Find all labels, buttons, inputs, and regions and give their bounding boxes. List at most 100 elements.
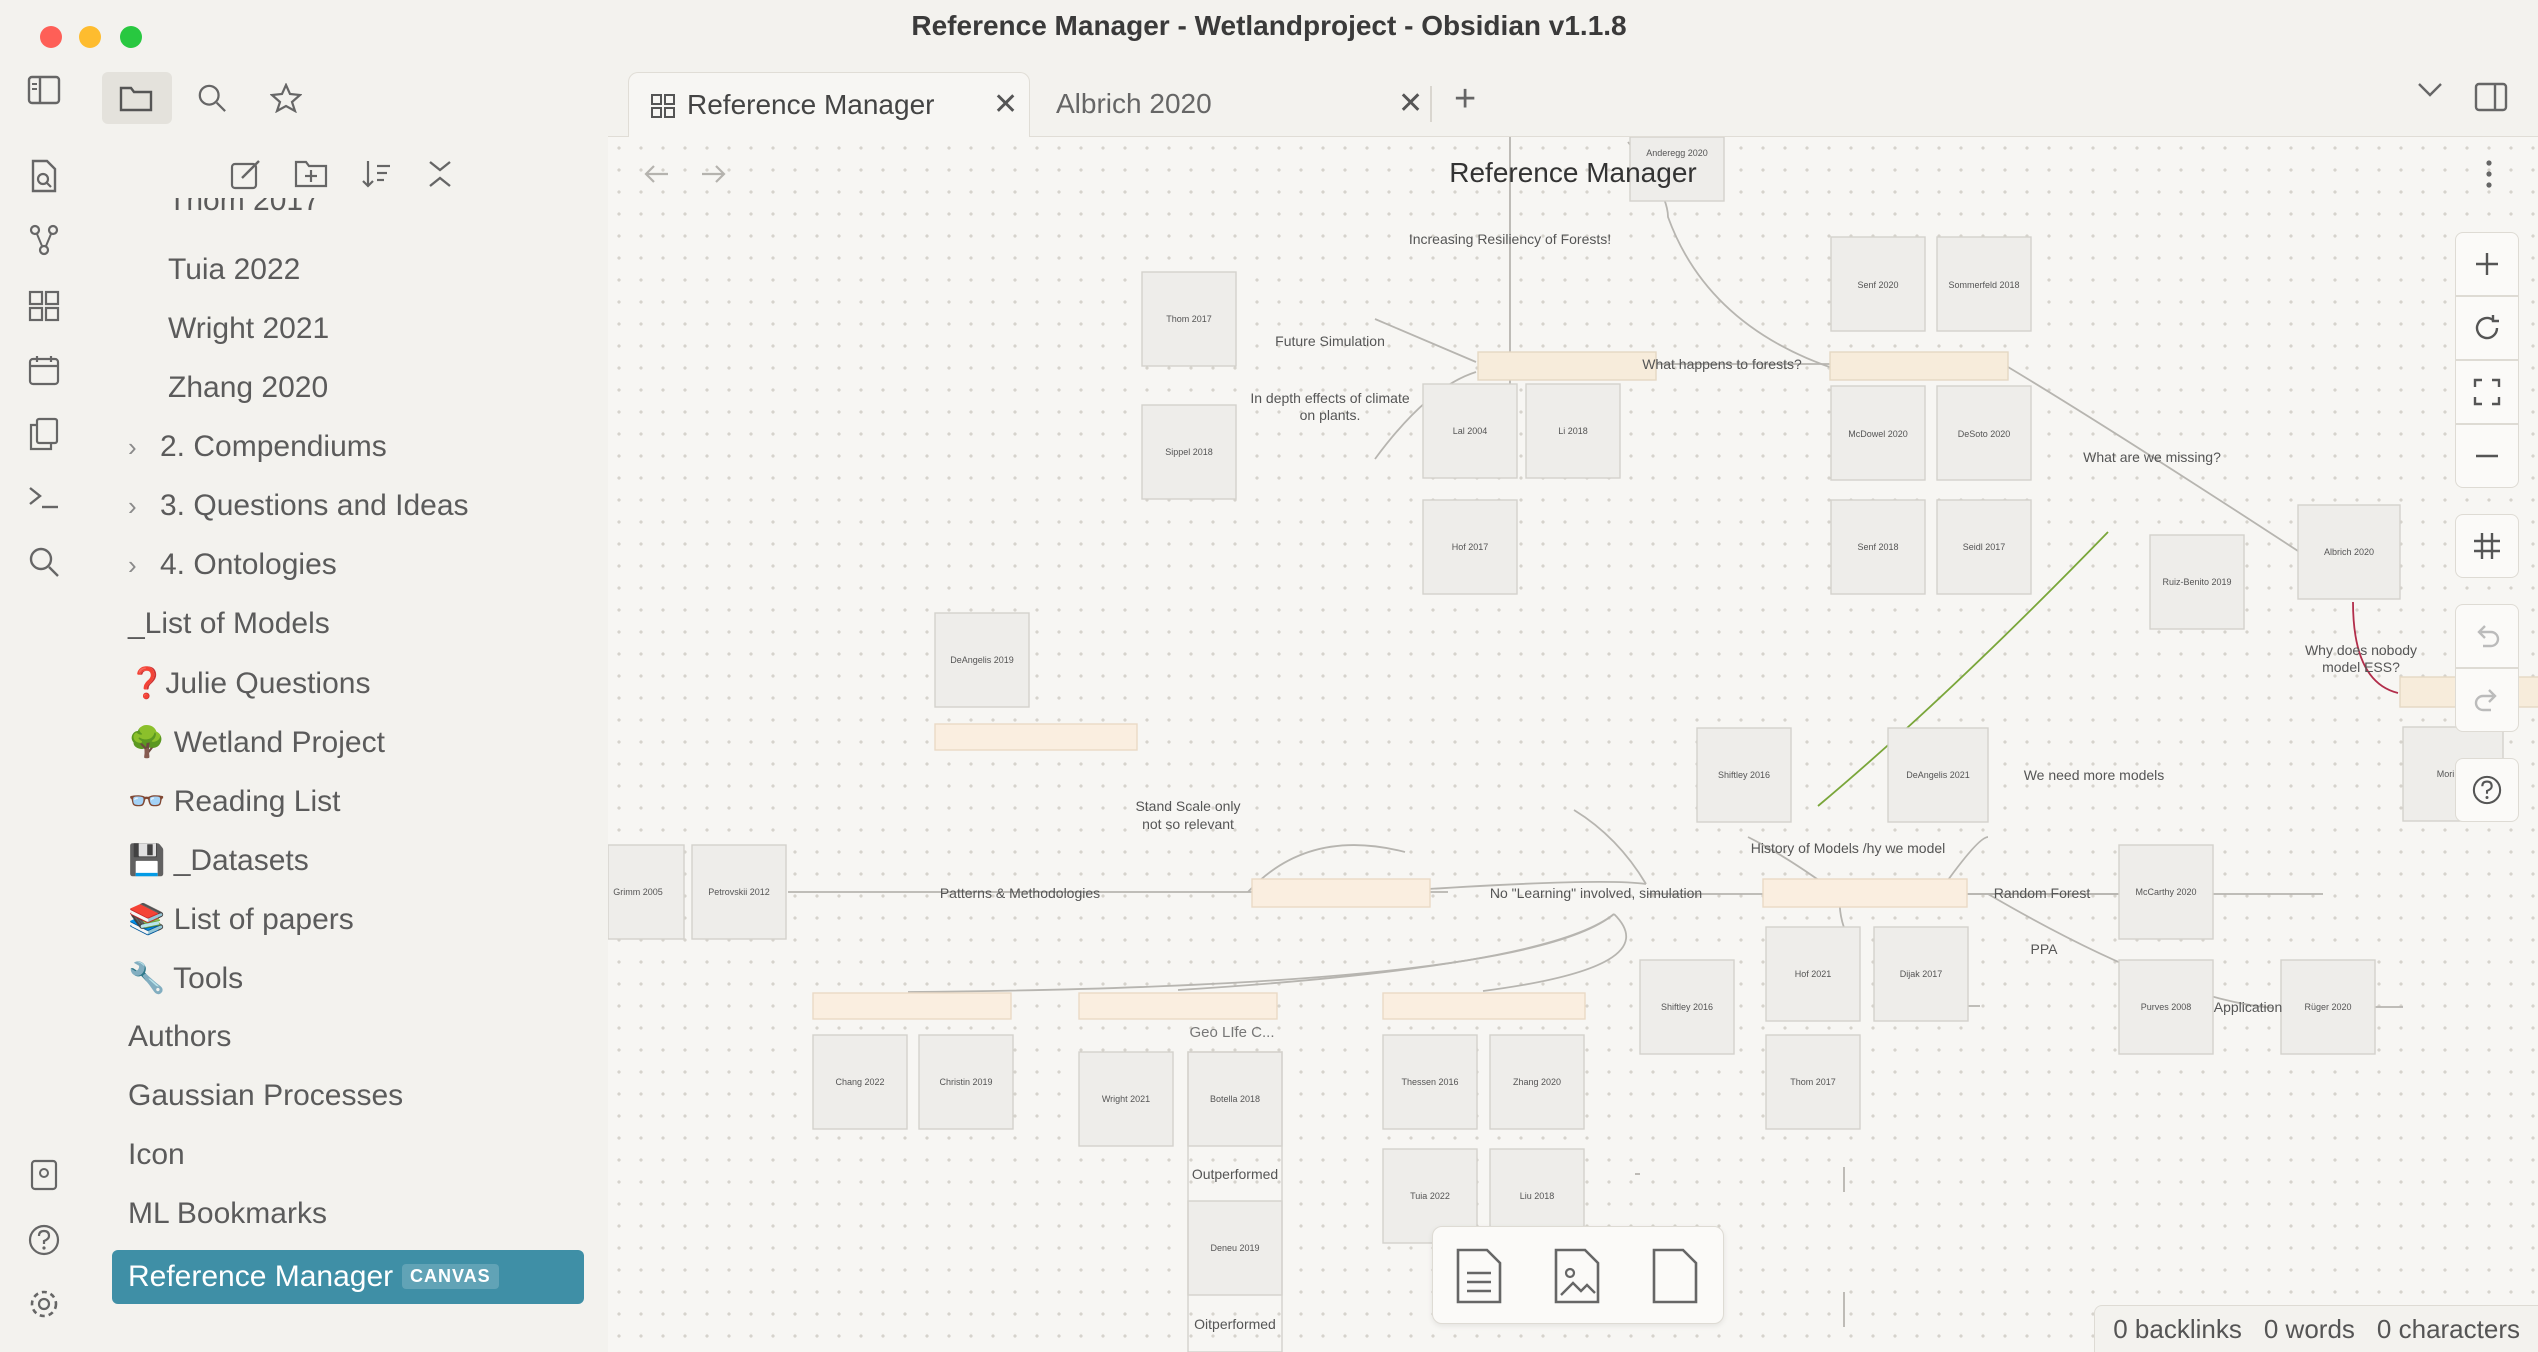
canvas-card[interactable]: Thom 2017: [1141, 271, 1237, 367]
file-item[interactable]: Authors: [128, 1020, 232, 1053]
file-item[interactable]: 🔧 Tools: [128, 962, 244, 995]
calendar-icon[interactable]: [24, 350, 64, 390]
canvas-card[interactable]: Sommerfeld 2018: [1936, 236, 2032, 332]
reset-zoom-button[interactable]: [2455, 296, 2519, 360]
search-icon[interactable]: [24, 542, 64, 582]
add-media-card-icon[interactable]: [1553, 1247, 1601, 1310]
file-item[interactable]: 💾 _Datasets: [128, 844, 309, 877]
search-tab-icon[interactable]: [182, 70, 242, 126]
graph-view-icon[interactable]: [24, 220, 64, 260]
add-text-card-icon[interactable]: [1651, 1247, 1699, 1310]
close-tab-icon[interactable]: ✕: [1398, 87, 1424, 120]
file-item[interactable]: Tuia 2022: [168, 253, 301, 286]
canvas-card[interactable]: Hof 2017: [1422, 499, 1518, 595]
canvas-card[interactable]: Wright 2021: [1078, 1051, 1174, 1147]
canvas-card[interactable]: Shiftley 2016: [1696, 727, 1792, 823]
settings-gear-icon[interactable]: [24, 1284, 64, 1324]
file-item[interactable]: _List of Models: [128, 607, 330, 640]
canvas-card[interactable]: Anderegg 2020: [1629, 137, 1725, 202]
tab-albrich-2020[interactable]: Albrich 2020 ✕: [1028, 72, 1438, 136]
file-item[interactable]: Gaussian Processes: [128, 1079, 404, 1112]
canvas-card[interactable]: Petrovskii 2012: [691, 844, 787, 940]
canvas-group-node[interactable]: [1477, 351, 1657, 381]
collapse-all-icon[interactable]: [426, 158, 454, 195]
new-folder-icon[interactable]: [294, 158, 328, 193]
canvas-card[interactable]: Botella 2018: [1187, 1051, 1283, 1147]
redo-button[interactable]: [2455, 668, 2519, 732]
canvas-card[interactable]: Sippel 2018: [1141, 404, 1237, 500]
canvas-card[interactable]: Purves 2008: [2118, 959, 2214, 1055]
canvas-card[interactable]: Ruiz-Benito 2019: [2149, 534, 2245, 630]
toggle-left-sidebar-icon[interactable]: [24, 70, 64, 110]
quick-switcher-icon[interactable]: [24, 156, 64, 196]
file-item[interactable]: 👓 Reading List: [128, 785, 341, 818]
canvas-card[interactable]: DeSoto 2020: [1936, 385, 2032, 481]
canvas-group-node[interactable]: [1762, 878, 1968, 908]
canvas-card[interactable]: Dijak 2017: [1873, 926, 1969, 1022]
zoom-window-button[interactable]: [120, 26, 142, 48]
zoom-to-fit-button[interactable]: [2455, 360, 2519, 424]
close-window-button[interactable]: [40, 26, 62, 48]
file-item[interactable]: ❓Julie Questions: [128, 667, 371, 700]
canvas-group-node[interactable]: [812, 992, 1012, 1020]
file-item[interactable]: 📚 List of papers: [128, 903, 354, 936]
canvas-card[interactable]: DeAngelis 2021: [1887, 727, 1989, 823]
canvas-card[interactable]: Hof 2021: [1765, 926, 1861, 1022]
vault-switcher-icon[interactable]: [24, 1156, 64, 1196]
canvas-group-node[interactable]: [934, 723, 1138, 751]
help-icon[interactable]: [24, 1220, 64, 1260]
canvas-card[interactable]: Zhang 2020: [1489, 1034, 1585, 1130]
undo-button[interactable]: [2455, 604, 2519, 668]
zoom-in-button[interactable]: [2455, 232, 2519, 296]
canvas-group-node[interactable]: [1829, 351, 2009, 381]
backlinks-count[interactable]: 0 backlinks: [2113, 1313, 2242, 1344]
forward-arrow-icon[interactable]: [700, 163, 726, 190]
canvas-card[interactable]: Li 2018: [1525, 383, 1621, 479]
zoom-out-button[interactable]: [2455, 424, 2519, 488]
tab-list-chevron-down-icon[interactable]: [2416, 80, 2444, 105]
folder-item[interactable]: ›3. Questions and Ideas: [128, 489, 469, 522]
canvas-card[interactable]: McDowel 2020: [1830, 385, 1926, 481]
templates-icon[interactable]: [24, 414, 64, 454]
canvas-help-button[interactable]: [2455, 758, 2519, 822]
file-item[interactable]: 🌳 Wetland Project: [128, 726, 385, 759]
canvas-group-node[interactable]: [1382, 992, 1586, 1020]
canvas-card[interactable]: DeAngelis 2019: [934, 612, 1030, 708]
minimize-window-button[interactable]: [79, 26, 101, 48]
tab-reference-manager[interactable]: Reference Manager ✕: [628, 72, 1030, 137]
folder-item[interactable]: ›4. Ontologies: [128, 548, 337, 581]
add-note-card-icon[interactable]: [1455, 1247, 1503, 1310]
file-item[interactable]: Zhang 2020: [168, 371, 329, 404]
file-item[interactable]: Icon: [128, 1138, 185, 1171]
bookmarks-star-icon[interactable]: [256, 70, 316, 126]
active-file-item[interactable]: Reference Manager CANVAS: [112, 1250, 584, 1304]
more-options-icon[interactable]: [2484, 159, 2494, 194]
canvas-card[interactable]: Senf 2018: [1830, 499, 1926, 595]
canvas-icon[interactable]: [24, 286, 64, 326]
new-tab-plus-icon[interactable]: +: [1454, 78, 1477, 120]
canvas-card[interactable]: Chang 2022: [812, 1034, 908, 1130]
canvas-card[interactable]: McCarthy 2020: [2118, 844, 2214, 940]
canvas-view[interactable]: Anderegg 2020 Senf 2020 Sommerfeld 2018 …: [608, 137, 2538, 1352]
canvas-card[interactable]: Senf 2020: [1830, 236, 1926, 332]
canvas-card[interactable]: Thessen 2016: [1382, 1034, 1478, 1130]
canvas-card[interactable]: Albrich 2020: [2297, 504, 2401, 600]
canvas-card[interactable]: Lal 2004: [1422, 383, 1518, 479]
view-title[interactable]: Reference Manager: [1449, 157, 1697, 188]
canvas-card[interactable]: Christin 2019: [918, 1034, 1014, 1130]
folder-icon[interactable]: [106, 70, 166, 126]
folder-item[interactable]: ›2. Compendiums: [128, 430, 387, 463]
sort-order-icon[interactable]: [360, 158, 392, 195]
close-tab-icon[interactable]: ✕: [993, 88, 1019, 121]
canvas-card[interactable]: Thom 2017: [1765, 1034, 1861, 1130]
file-item[interactable]: Wright 2021: [168, 312, 330, 345]
canvas-group-node[interactable]: [1251, 878, 1431, 908]
new-note-icon[interactable]: [230, 158, 262, 195]
toggle-right-sidebar-icon[interactable]: [2474, 82, 2508, 117]
file-item-partial[interactable]: Thom 2017: [168, 198, 320, 217]
back-arrow-icon[interactable]: [644, 163, 670, 190]
file-explorer-tab[interactable]: [102, 72, 172, 124]
snap-to-grid-button[interactable]: [2455, 514, 2519, 578]
command-palette-icon[interactable]: [24, 478, 64, 518]
file-item[interactable]: ML Bookmarks: [128, 1197, 327, 1230]
